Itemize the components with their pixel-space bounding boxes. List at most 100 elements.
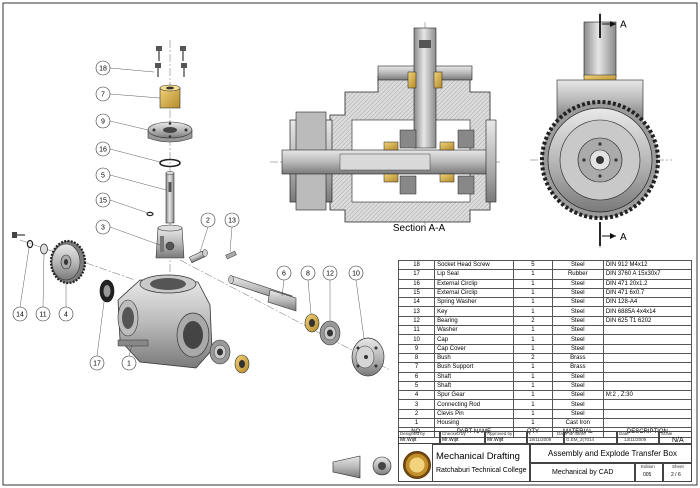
bom-cell: 16 — [397, 278, 436, 289]
bom-cell: 1 — [512, 297, 553, 308]
balloon-16: 16 — [95, 141, 161, 163]
bom-cell: 1 — [512, 380, 553, 392]
bom-cell: 14 — [397, 297, 436, 308]
school-title: Mechanical Drafting — [436, 451, 520, 462]
bom-cell: DIN 471 20x1.2 — [602, 278, 693, 289]
balloon-8: 8 — [300, 265, 316, 315]
bom-cell: DIN 625 T1 6202 — [602, 315, 693, 327]
bom-cell: 1 — [512, 334, 553, 345]
washer — [40, 243, 48, 255]
bom-cell — [602, 408, 693, 420]
svg-text:13: 13 — [228, 218, 236, 225]
bom-cell: Steel — [551, 287, 604, 299]
bom-cell: 8 — [397, 352, 436, 364]
svg-text:6: 6 — [282, 271, 286, 278]
bom-cell: 2 — [397, 408, 436, 420]
bom-cell: 17 — [397, 269, 436, 280]
balloon-13: 13 — [224, 212, 240, 253]
socket-head-screws — [155, 46, 187, 77]
bom-cell: 6 — [397, 371, 436, 382]
svg-text:15: 15 — [99, 198, 107, 205]
bom-cell: Steel — [551, 259, 604, 271]
sheet-label: Sheet — [672, 464, 684, 469]
bom-cell: 1 — [512, 343, 553, 354]
bom-cell: 2 — [512, 315, 553, 327]
svg-text:8: 8 — [306, 271, 310, 278]
bom-cell: 1 — [512, 325, 553, 336]
bearing-12 — [319, 320, 341, 346]
svg-text:5: 5 — [101, 173, 105, 180]
bom-cell: 1 — [512, 269, 553, 280]
bom-cell: Shaft — [434, 371, 514, 382]
filename: G.EM_2(7014 — [566, 437, 595, 442]
bom-cell: Lip Seal — [434, 269, 514, 280]
bom-cell: Steel — [551, 390, 604, 401]
scale: N/A — [672, 437, 684, 444]
filename-label: File name — [566, 431, 586, 436]
approved-by-label: Approved by — [487, 431, 513, 436]
balloon-7: 7 — [95, 86, 161, 102]
bom-cell: 5 — [397, 380, 436, 392]
svg-text:7: 7 — [101, 92, 105, 99]
bom-cell — [602, 325, 693, 336]
bom-cell: 1 — [512, 408, 553, 420]
bom-cell: 1 — [512, 418, 553, 429]
bom-cell: DIN 471 6x0.7 — [602, 287, 693, 299]
drawing-title: Assembly and Explode Transfer Box — [548, 449, 677, 458]
bush-8 — [304, 313, 320, 333]
bom-cell: Washer — [434, 325, 514, 336]
date1-label: Date — [557, 431, 567, 436]
bom-cell: 11 — [397, 325, 436, 336]
bush-support — [159, 84, 181, 109]
external-circlip-16 — [159, 158, 181, 168]
checked-by-label: Checked by — [442, 431, 466, 436]
bom-cell: DIN 128-A4 — [602, 297, 693, 308]
bom-cell: Cap — [434, 334, 514, 345]
bom-cell: DIN 912 M4x12 — [602, 259, 693, 271]
bom-cell: Connecting Rod — [434, 399, 514, 410]
side-view: A A — [530, 12, 672, 250]
date1: 18/11/2009 — [529, 437, 552, 442]
bom-cell: Steel — [551, 278, 604, 289]
bom-cell: DIN 3760 A 15x30x7 — [602, 269, 693, 280]
drawing-subtitle: Mechanical by CAD — [552, 469, 614, 476]
sheet-number: 2 / 6 — [671, 472, 681, 478]
bom-cell: 10 — [397, 334, 436, 345]
bom-cell: Brass — [551, 352, 604, 364]
balloon-9: 9 — [95, 113, 149, 131]
svg-text:18: 18 — [99, 66, 107, 73]
bom-cell: Steel — [551, 343, 604, 354]
approved-by: Mr.Wijit — [487, 437, 504, 443]
bom-cell: 2 — [512, 352, 553, 364]
bom-cell: Socket Head Screw — [434, 259, 514, 271]
bom-cell: Steel — [551, 297, 604, 308]
section-label: Section A-A — [393, 223, 446, 234]
bom-cell: Steel — [551, 334, 604, 345]
designed-by-label: Designed by — [400, 431, 426, 436]
bom-cell: 5 — [512, 259, 553, 271]
svg-text:16: 16 — [99, 147, 107, 154]
external-circlip-15 — [146, 211, 154, 217]
balloon-14: 14 — [12, 247, 30, 322]
bom-cell: 1 — [512, 278, 553, 289]
bom-cell — [602, 371, 693, 382]
balloon-5: 5 — [95, 167, 167, 191]
balloon-15: 15 — [95, 192, 149, 214]
cut-label-top: A — [620, 20, 627, 31]
bom-cell: M:2 , Z:30 — [602, 390, 693, 401]
connecting-rod — [155, 224, 185, 259]
svg-text:4: 4 — [64, 312, 68, 319]
svg-text:17: 17 — [93, 361, 101, 368]
